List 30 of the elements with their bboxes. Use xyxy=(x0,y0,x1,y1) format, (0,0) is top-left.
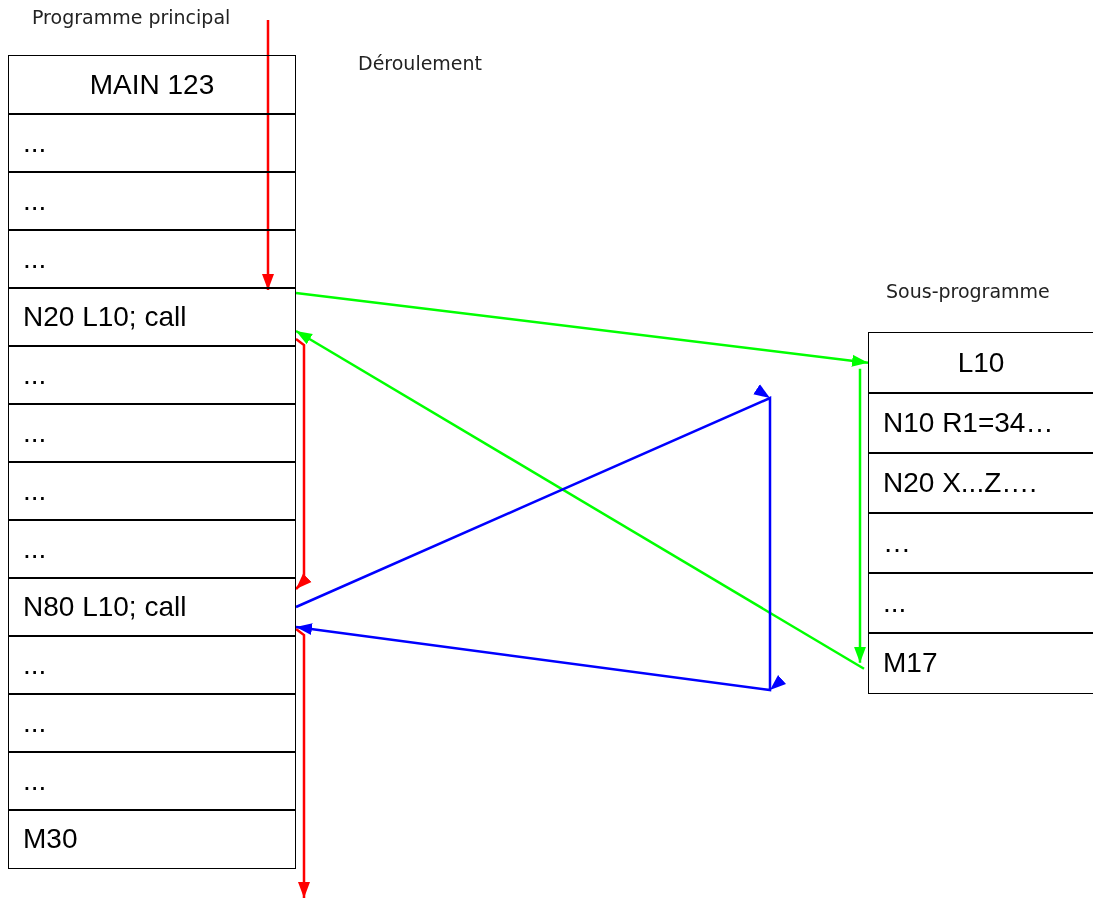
table-heading: Programme principal xyxy=(32,6,231,28)
table-row: ... xyxy=(8,113,296,173)
table-row: L10 xyxy=(868,332,1093,394)
arrow xyxy=(295,628,310,898)
arrow xyxy=(295,384,786,692)
table-row: ... xyxy=(8,461,296,521)
table-row: ... xyxy=(8,519,296,579)
table-row: MAIN 123 xyxy=(8,55,296,115)
arrow xyxy=(295,338,312,590)
arrow xyxy=(854,368,866,663)
table-row: … xyxy=(868,512,1093,574)
table-row: N20 L10; call xyxy=(8,287,296,347)
table-row: M17 xyxy=(868,632,1093,694)
table-heading: Sous-programme xyxy=(886,280,1050,302)
arrow xyxy=(295,291,869,367)
table-row: N20 X...Z…. xyxy=(868,452,1093,514)
table-row: N10 R1=34… xyxy=(868,392,1093,454)
table-row: ... xyxy=(8,635,296,695)
table-row: ... xyxy=(8,751,296,811)
table-row: ... xyxy=(8,345,296,405)
annotation-text: Déroulement xyxy=(358,52,483,74)
table-row: ... xyxy=(8,403,296,463)
arrow xyxy=(295,329,865,670)
table-row: ... xyxy=(8,229,296,289)
table-row: ... xyxy=(8,171,296,231)
table-row: M30 xyxy=(8,809,296,869)
table-row: ... xyxy=(868,572,1093,634)
arrow xyxy=(262,20,274,290)
table-row: ... xyxy=(8,693,296,753)
table-row: N80 L10; call xyxy=(8,577,296,637)
